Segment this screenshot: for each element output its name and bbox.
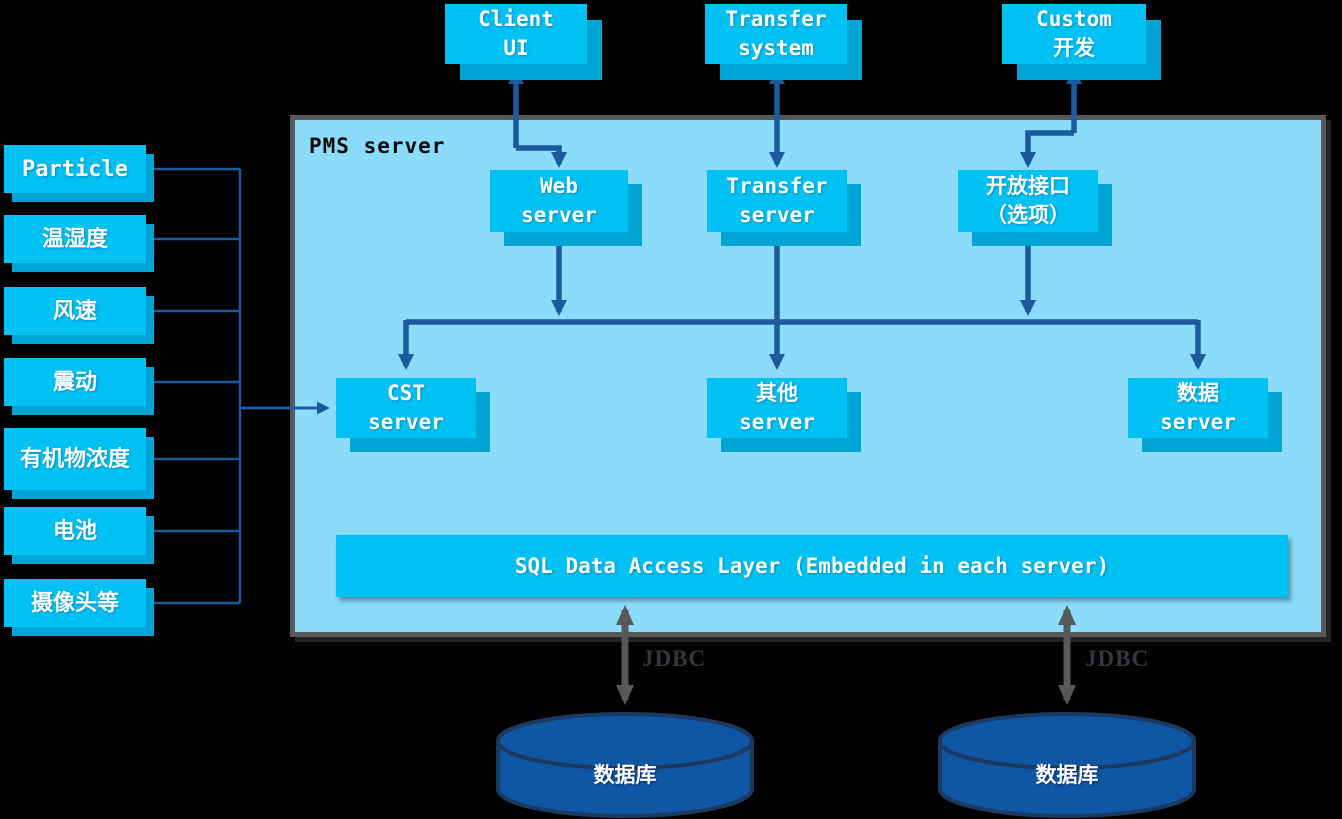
node-data-server: 数据 server	[1128, 378, 1268, 438]
node-custom-dev-line2: 开发	[1053, 36, 1095, 60]
sensor-organic-concentration: 有机物浓度	[4, 428, 146, 490]
node-data-server-line2: server	[1160, 410, 1236, 434]
node-open-api: 开放接口 （选项）	[958, 170, 1098, 232]
node-open-api-line1: 开放接口	[986, 174, 1070, 198]
sensor-vibration: 震动	[4, 358, 146, 406]
node-other-server: 其他 server	[707, 378, 847, 438]
node-transfer-server: Transfer server	[707, 170, 847, 232]
node-open-api-line2: （选项）	[986, 203, 1070, 227]
node-transfer-server-line2: server	[739, 203, 815, 227]
jdbc-label-right: JDBC	[1085, 646, 1150, 671]
node-client-ui-line2: UI	[503, 36, 529, 60]
node-transfer-server-line1: Transfer	[726, 174, 828, 198]
sql-data-access-layer: SQL Data Access Layer (Embedded in each …	[336, 535, 1288, 597]
sensor-temp-humidity: 温湿度	[4, 215, 146, 263]
node-cst-server: CST server	[336, 378, 476, 438]
node-transfer-system: Transfer system	[705, 4, 847, 64]
sensor-particle: Particle	[4, 145, 146, 193]
node-cst-server-line1: CST	[387, 381, 425, 405]
database-label-right: 数据库	[1035, 764, 1099, 787]
node-transfer-system-line2: system	[738, 36, 814, 60]
pms-server-label: PMS server	[309, 134, 446, 158]
sensor-camera: 摄像头等	[4, 579, 146, 627]
node-data-server-line1: 数据	[1177, 381, 1219, 405]
node-other-server-line1: 其他	[756, 381, 798, 405]
node-transfer-system-line1: Transfer	[725, 7, 827, 31]
node-web-server: Web server	[490, 170, 628, 232]
database-label-left: 数据库	[593, 764, 657, 787]
jdbc-label-left: JDBC	[642, 646, 707, 671]
node-client-ui-line1: Client	[478, 7, 554, 31]
node-custom-dev: Custom 开发	[1002, 4, 1146, 64]
node-other-server-line2: server	[739, 410, 815, 434]
node-web-server-line2: server	[521, 203, 597, 227]
node-custom-dev-line1: Custom	[1036, 7, 1112, 31]
sensor-wind-speed: 风速	[4, 287, 146, 335]
node-web-server-line1: Web	[540, 174, 578, 198]
node-client-ui: Client UI	[445, 4, 587, 64]
sensor-battery: 电池	[4, 507, 146, 555]
node-cst-server-line2: server	[368, 410, 444, 434]
